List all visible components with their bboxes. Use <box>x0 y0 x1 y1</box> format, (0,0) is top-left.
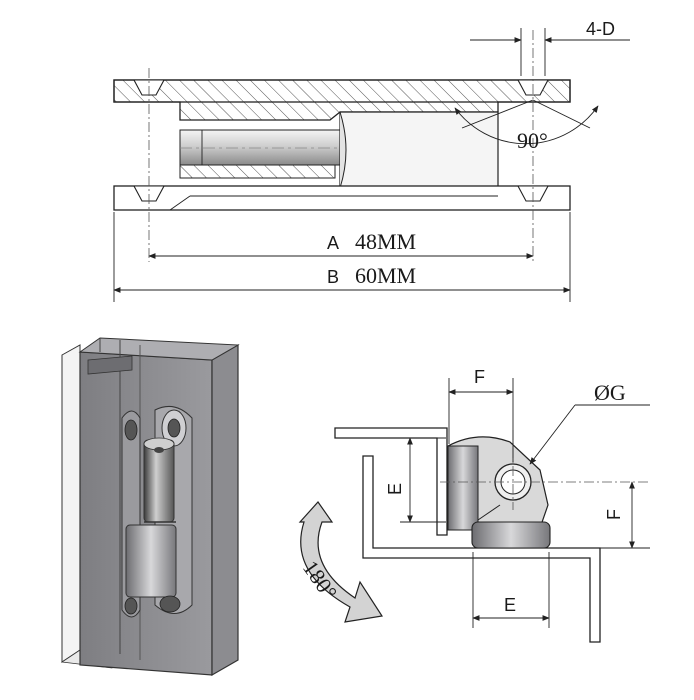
lower-bracket <box>362 455 601 643</box>
dim-a-value: 48MM <box>355 229 416 254</box>
hinge-knuckle-lower <box>125 524 177 598</box>
top-section-view: 4-D 90° A 48MM B 60MM <box>113 19 630 302</box>
profile-side <box>211 343 239 677</box>
dim-e-left-label: E <box>385 483 405 495</box>
lower-plate <box>113 185 571 211</box>
hinge-lower-cylinder <box>471 521 551 549</box>
dim-g-label: ØG <box>594 380 626 405</box>
hinge-pin <box>179 129 341 166</box>
dim-f-right-label: F <box>604 509 624 520</box>
angle-label: 90° <box>517 128 548 153</box>
dim-a-letter: A <box>327 233 339 253</box>
dim-b-value: 60MM <box>355 263 416 288</box>
hinge-barrel <box>447 445 479 531</box>
side-rotation-view: F ØG E F E 180° <box>298 367 650 643</box>
upper-bracket <box>334 427 448 536</box>
dim-4d-label: 4-D <box>586 19 615 39</box>
rotation-arrow-180 <box>298 501 384 623</box>
dim-b-letter: B <box>327 267 339 287</box>
countersink-left-bottom <box>133 185 165 202</box>
dim-e-bottom-label: E <box>504 595 516 615</box>
perspective-view <box>60 337 240 677</box>
dim-f-top-label: F <box>474 367 485 387</box>
